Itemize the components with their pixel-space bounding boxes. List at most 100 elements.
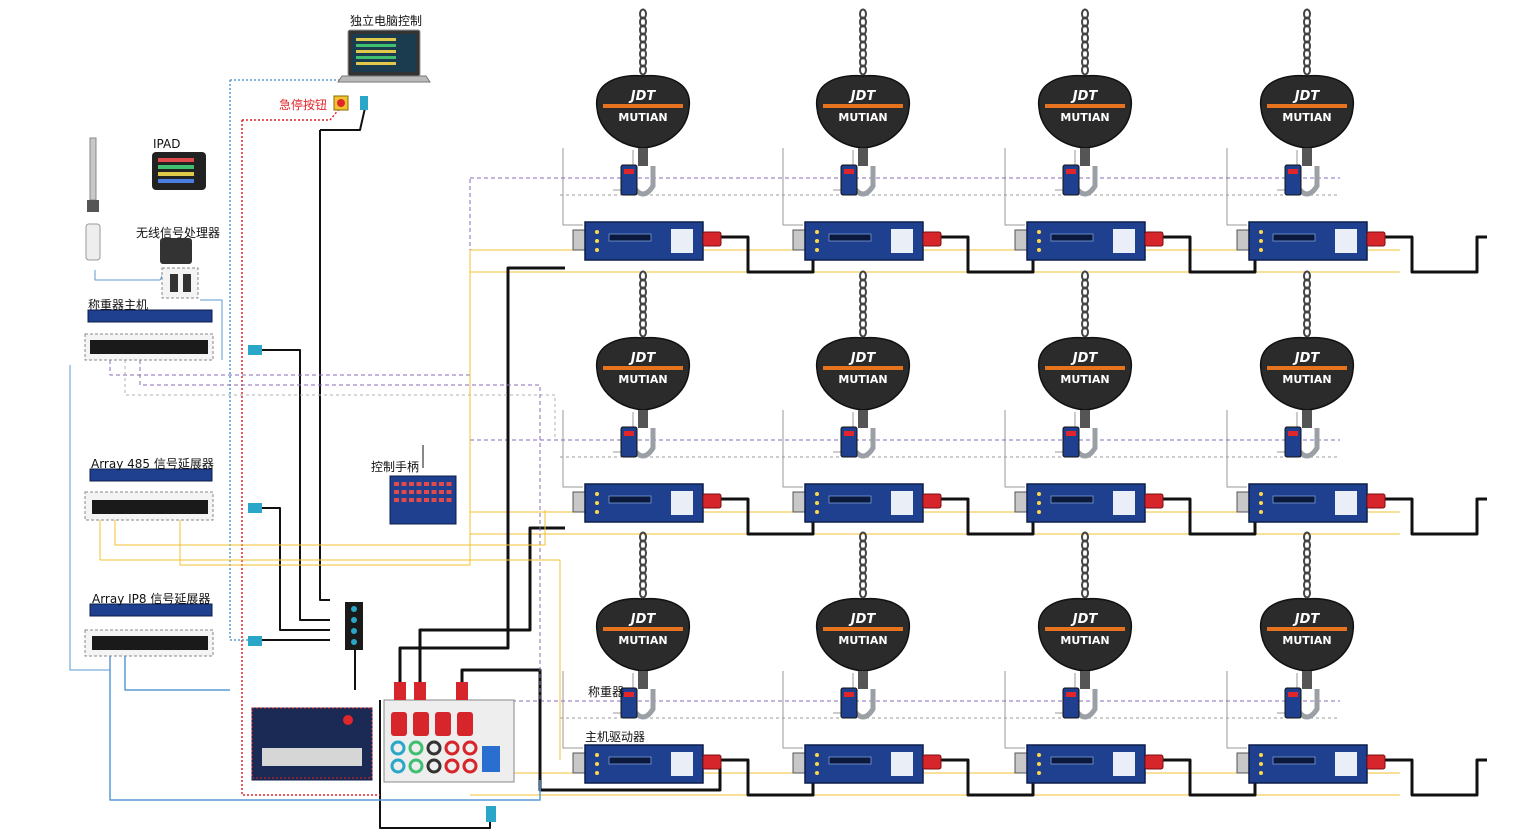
outlet-ring: [426, 740, 442, 756]
hoist-stripe: [1045, 366, 1125, 370]
driver-display: [828, 233, 872, 242]
driver-led: [1037, 771, 1041, 775]
hoist-brand-top: JDT: [1070, 89, 1099, 104]
driver-display: [1050, 756, 1094, 765]
controller-switch: [446, 490, 452, 494]
chain-link: [1303, 587, 1311, 599]
network-plug: [248, 345, 262, 355]
driver-led: [815, 510, 819, 514]
hoist-brand-bottom: MUTIAN: [618, 111, 667, 124]
driver-connector-red: [1144, 754, 1164, 770]
hoist-brand-top: JDT: [628, 612, 657, 627]
controller-switch: [424, 498, 429, 502]
chain-link: [639, 64, 647, 76]
driver-led: [815, 239, 819, 243]
hoist-driver: [572, 221, 722, 261]
hoist-driver: [572, 483, 722, 523]
power-outlet-red: [391, 712, 407, 736]
load-cell-display: [844, 431, 854, 436]
driver-connector-red: [922, 493, 942, 509]
hoist-hook-stem: [1302, 671, 1312, 689]
controller-switch: [394, 482, 399, 486]
driver-connector-red: [922, 231, 942, 247]
driver-connector-red: [1144, 231, 1164, 247]
controller-handle-label: 控制手柄: [371, 460, 420, 474]
driver-led: [1259, 771, 1263, 775]
main-feed-row3: [460, 668, 722, 792]
ipad-screen-row: [158, 172, 194, 176]
network-plug: [486, 806, 496, 822]
control-cabinet: [251, 707, 373, 781]
driver-panel: [891, 229, 913, 253]
driver-led: [595, 230, 599, 234]
hoist-stripe: [823, 366, 903, 370]
driver-display: [608, 233, 652, 242]
driver-display: [608, 756, 652, 765]
driver-panel: [671, 491, 693, 515]
controller-switch: [394, 498, 399, 502]
controller-switch: [416, 498, 422, 502]
hoist-body: [1038, 597, 1132, 672]
chain-link: [859, 587, 867, 599]
driver-display: [1272, 495, 1316, 504]
laptop-screen-row: [356, 50, 396, 53]
hoist-brand-top: JDT: [1070, 612, 1099, 627]
outlet-ring: [408, 740, 424, 756]
power-plug-red: [456, 682, 468, 700]
driver-led: [1037, 248, 1041, 252]
laptop-screen-row: [356, 56, 396, 59]
bus-485-yellow: [99, 520, 561, 760]
hoist-brand-bottom: MUTIAN: [618, 373, 667, 386]
controller-switch: [446, 498, 452, 502]
hoist-hook-stem: [1080, 410, 1090, 428]
power-link-black: [1372, 235, 1487, 274]
hoist-brand-bottom: MUTIAN: [838, 634, 887, 647]
power-outlet-blue: [482, 746, 500, 772]
chain-hoist: JDT MUTIAN: [816, 531, 910, 720]
signal-cable: [782, 410, 803, 488]
ip8-cable: [255, 507, 330, 631]
junction-port: [351, 617, 357, 623]
pc-control-label: 独立电脑控制: [350, 14, 423, 28]
controller-switch: [409, 498, 414, 502]
antenna-amplifier: [85, 223, 101, 261]
load-cell-display: [1288, 169, 1298, 174]
hoist-brand-top: JDT: [1070, 351, 1099, 366]
signal-cable: [1226, 148, 1247, 226]
driver-led: [815, 762, 819, 766]
controller-switch: [401, 498, 407, 502]
driver-connector-red: [1366, 493, 1386, 509]
hoist-driver: [1236, 744, 1386, 784]
ipad-label: IPAD: [153, 137, 181, 151]
hoist-brand-bottom: MUTIAN: [1282, 373, 1331, 386]
hoist-stripe: [603, 627, 683, 631]
load-cell-display: [1288, 431, 1298, 436]
controller-switch: [431, 482, 437, 486]
estop-cable: [241, 120, 380, 796]
bus-485-yellow: [114, 510, 546, 546]
driver-display: [1272, 233, 1316, 242]
driver-panel: [1113, 229, 1135, 253]
controller-switch: [446, 482, 452, 486]
hoist-brand-bottom: MUTIAN: [1282, 111, 1331, 124]
driver-led: [815, 771, 819, 775]
laptop-base: [337, 75, 431, 83]
hoist-brand-top: JDT: [1292, 89, 1321, 104]
hoist-hook-stem: [1080, 148, 1090, 166]
controller-switch: [416, 482, 422, 486]
power-plug-red: [394, 682, 406, 700]
hoist-hook-stem: [858, 671, 868, 689]
hoist-body: [596, 74, 690, 149]
outlet-ring: [390, 740, 406, 756]
hoist-brand-bottom: MUTIAN: [1060, 111, 1109, 124]
host-driver-label: 主机驱动器: [585, 730, 646, 744]
hoist-brand-top: JDT: [848, 612, 877, 627]
driver-panel: [1335, 491, 1357, 515]
controller-switch: [439, 490, 444, 494]
